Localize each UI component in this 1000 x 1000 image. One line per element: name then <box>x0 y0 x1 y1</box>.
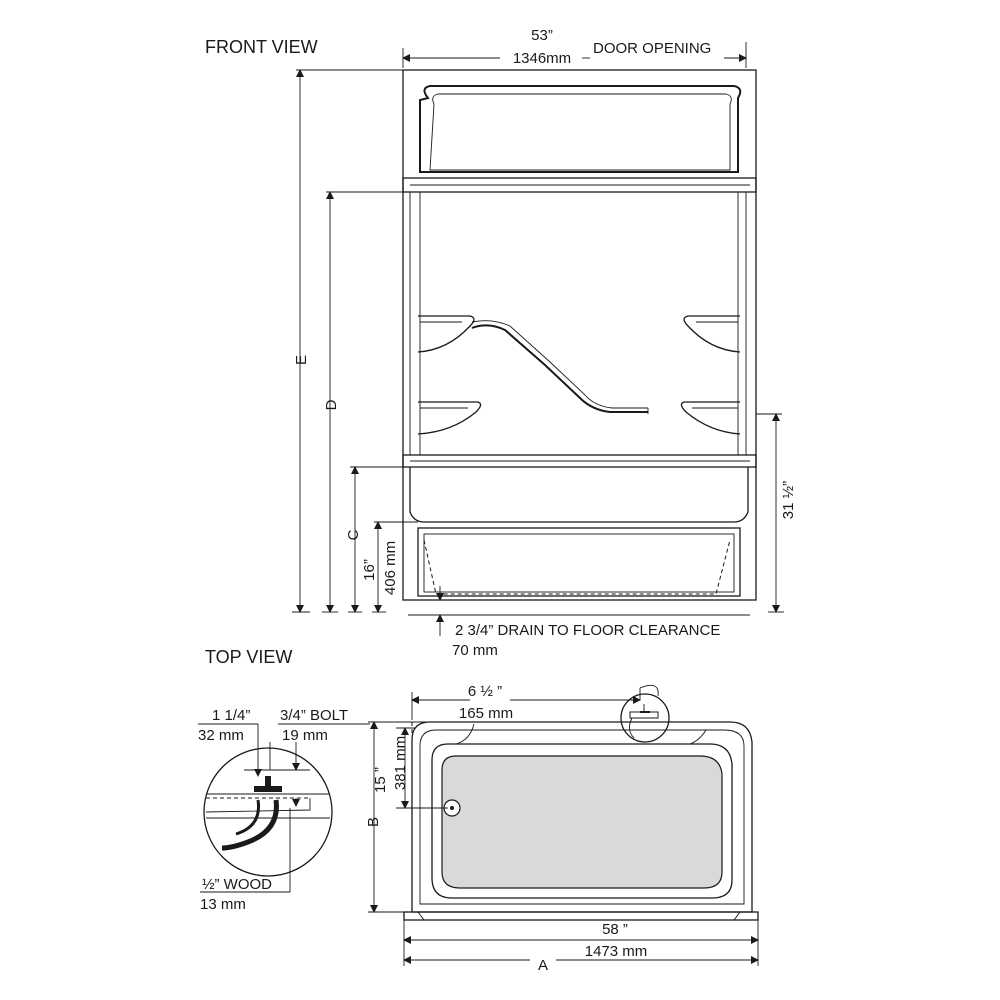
dimension-d-label: D <box>323 399 340 410</box>
dimension-b-label: B <box>365 817 382 827</box>
dimension-16in: 16” 406 mm <box>361 521 418 613</box>
shower-unit-front <box>402 69 757 601</box>
bolt-head <box>254 786 282 792</box>
dimension-6-5in: 6 ½ ” 165 mm <box>411 683 641 723</box>
bolt-inches: 3/4” BOLT <box>280 707 348 724</box>
dimension-c-label: C <box>345 529 362 540</box>
dimension-15in-inches: 15 ” <box>372 767 389 793</box>
dimension-16in-mm: 406 mm <box>382 541 399 595</box>
top-view-heading: TOP VIEW <box>205 647 292 667</box>
wood-mm: 13 mm <box>200 896 246 913</box>
drain-clearance-mm: 70 mm <box>452 642 498 659</box>
bolt-callout <box>620 693 670 743</box>
bolt-detail: 1 1/4” 32 mm 3/4” BOLT 19 mm ½” WOOD 13 … <box>198 707 370 913</box>
bolt-mm: 19 mm <box>282 727 328 744</box>
tub-top-outline <box>403 721 759 921</box>
dimension-31-5in: 31 ½” <box>756 413 797 613</box>
door-opening-label: DOOR OPENING <box>593 40 711 57</box>
dimension-e: E <box>292 69 403 613</box>
dimension-58in-mm: 1473 mm <box>585 943 648 960</box>
dimension-6-5in-inches: 6 ½ ” <box>468 683 502 700</box>
dimension-d: D <box>322 191 403 613</box>
dimension-e-label: E <box>293 355 310 365</box>
dimension-15in-mm: 381 mm <box>392 736 409 790</box>
flange-inches: 1 1/4” <box>212 707 250 724</box>
dimension-31-5in-label: 31 ½” <box>780 481 797 519</box>
dimension-c: C <box>345 466 410 613</box>
front-view-heading: FRONT VIEW <box>205 37 318 57</box>
dimension-15in: 15 ” 381 mm <box>372 727 448 809</box>
top-view: TOP VIEW 6 ½ ” 165 mm <box>205 647 759 974</box>
front-width-dimension: 53” 1346mm DOOR OPENING <box>402 27 747 68</box>
dimension-b: B <box>365 721 412 913</box>
dimension-16in-inches: 16” <box>361 559 378 581</box>
front-width-mm: 1346mm <box>513 50 571 67</box>
drain-clearance: 2 3/4” DRAIN TO FLOOR CLEARANCE 70 mm <box>408 586 750 659</box>
dimension-a: A <box>403 956 759 974</box>
bolt-detail-circle <box>203 747 333 877</box>
front-width-inches: 53” <box>531 27 553 44</box>
dimension-58in: 58 ” 1473 mm <box>403 920 759 966</box>
flange-mm: 32 mm <box>198 727 244 744</box>
wood-inches: ½” WOOD <box>202 876 272 893</box>
front-view: FRONT VIEW 53” 1346mm DOOR OPENING <box>205 27 797 659</box>
dimension-a-label: A <box>538 957 548 974</box>
dimension-6-5in-mm: 165 mm <box>459 705 513 722</box>
dimension-58in-inches: 58 ” <box>602 921 628 938</box>
drain-clearance-label: 2 3/4” DRAIN TO FLOOR CLEARANCE <box>455 622 720 639</box>
